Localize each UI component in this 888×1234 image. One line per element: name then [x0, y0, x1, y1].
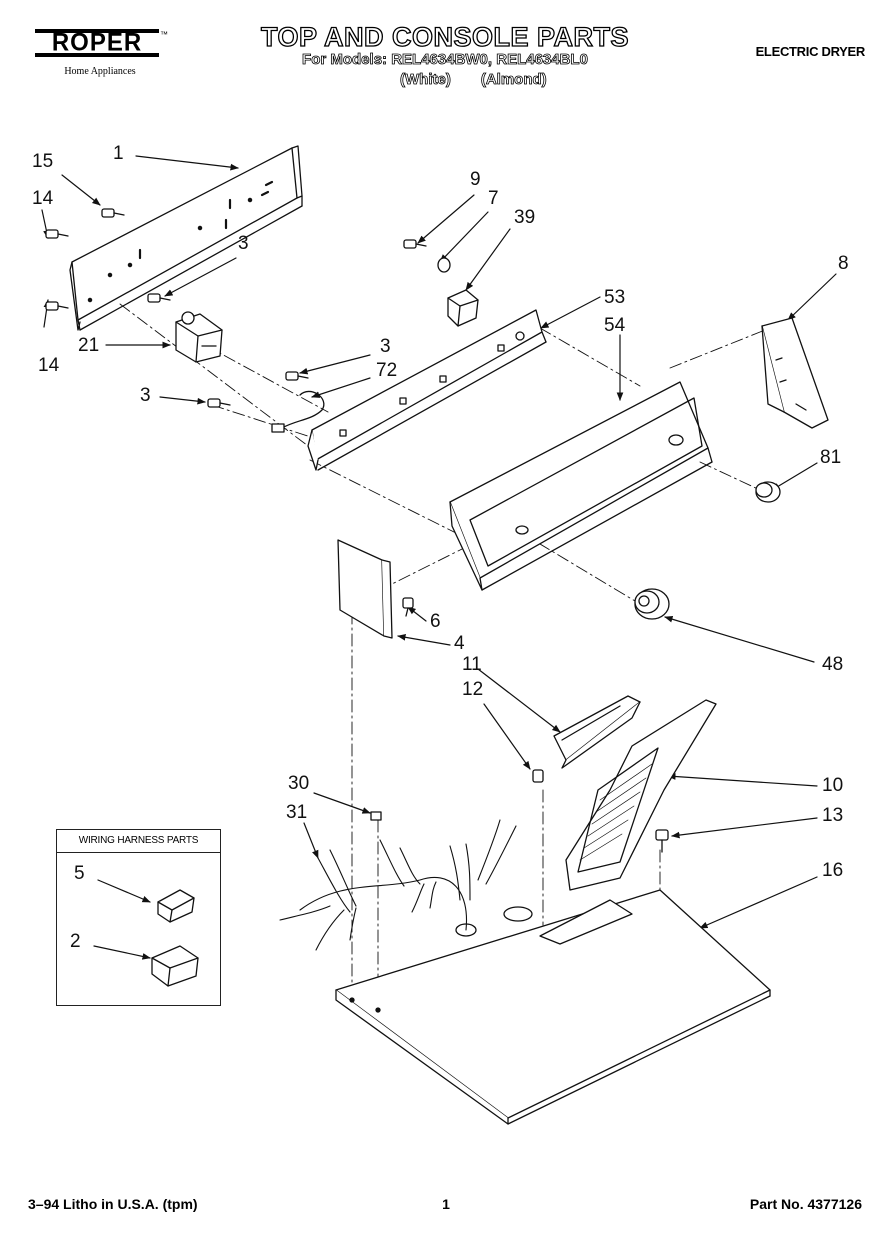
callout-14-top: 14 — [32, 188, 54, 209]
callout-81: 81 — [820, 447, 842, 468]
part-11-trim — [553, 695, 641, 769]
leader-lines — [41, 155, 837, 960]
brand-logo: ROPER — [51, 28, 143, 57]
color-almond: (Almond) — [480, 71, 547, 89]
screws-left — [45, 208, 309, 408]
footer-part-number: Part No. 4377126 — [749, 1196, 862, 1212]
callout-5: 5 — [74, 863, 85, 884]
callout-53: 53 — [604, 287, 626, 308]
callout-11: 11 — [462, 654, 482, 675]
screw-15 — [101, 208, 125, 218]
footer-litho: 3–94 Litho in U.S.A. (tpm) — [28, 1196, 198, 1212]
part-21-timer — [175, 311, 223, 363]
part-53-control-bracket — [307, 309, 547, 471]
wiring-harness-box — [56, 829, 221, 1006]
callout-54: 54 — [604, 315, 626, 336]
page-title: TOP AND CONSOLE PARTS — [260, 21, 630, 52]
part-48-knob — [634, 588, 670, 620]
screw-14-top — [45, 229, 69, 239]
callout-30: 30 — [288, 773, 310, 794]
part-16-top-panel — [335, 889, 771, 1125]
part-4-side-bracket — [337, 539, 393, 639]
part-1-rear-bracket — [69, 145, 303, 331]
callout-8: 8 — [838, 253, 849, 274]
callout-31: 31 — [286, 802, 308, 823]
part-6-screw — [402, 597, 414, 617]
callout-48: 48 — [822, 654, 844, 675]
color-white: (White) — [400, 71, 452, 89]
part-9-screw — [403, 239, 427, 249]
part-7-washer — [437, 257, 451, 273]
wiring-harness-title: WIRING HARNESS PARTS — [56, 829, 221, 853]
alignment-lines — [119, 303, 771, 1011]
screw-14-bottom — [45, 301, 69, 311]
callout-15: 15 — [32, 151, 54, 172]
harness-part-2-connector — [151, 945, 199, 987]
callout-7: 7 — [488, 188, 499, 209]
part-72-wire — [281, 390, 325, 429]
callout-10: 10 — [822, 775, 844, 796]
harness-part-5-connector — [157, 889, 195, 923]
callout-9: 9 — [470, 169, 481, 190]
callout-6: 6 — [430, 611, 441, 632]
callout-1: 1 — [113, 143, 124, 164]
roper-logo-frame — [35, 29, 159, 57]
callout-13: 13 — [822, 805, 844, 826]
callout-12: 12 — [462, 679, 484, 700]
part-30-clip — [370, 811, 382, 821]
callout-4: 4 — [454, 633, 465, 654]
callout-3-upper: 3 — [238, 233, 249, 254]
product-type: ELECTRIC DRYER — [755, 44, 866, 59]
screw-3-upper — [147, 293, 171, 303]
callout-3-mid: 3 — [380, 336, 391, 357]
part-81-knob — [755, 481, 781, 503]
callout-14-bottom: 14 — [38, 355, 60, 376]
screw-3-mid — [285, 371, 309, 381]
footer-page-number: 1 — [442, 1196, 450, 1212]
part-39-switch — [447, 289, 479, 327]
callout-72: 72 — [376, 360, 398, 381]
brand-tagline: Home Appliances — [64, 66, 136, 77]
screw-3-lower — [207, 398, 231, 408]
part-12-clip — [532, 769, 544, 783]
callout-16: 16 — [822, 860, 844, 881]
callout-2: 2 — [70, 931, 81, 952]
trademark-mark: ™ — [160, 30, 168, 39]
callout-21: 21 — [78, 335, 100, 356]
part-13-screw — [655, 829, 669, 853]
part-10-lint-screen — [565, 699, 717, 891]
part-31-wiring-harness — [279, 819, 517, 951]
color-line: (White) (Almond) — [400, 71, 600, 89]
callout-39: 39 — [514, 207, 536, 228]
part-8-end-cap — [761, 317, 829, 429]
callout-3-lower: 3 — [140, 385, 151, 406]
part-54-console-panel — [449, 381, 713, 591]
models-line: For Models: REL4634BW0, REL4634BL0 — [302, 51, 589, 69]
